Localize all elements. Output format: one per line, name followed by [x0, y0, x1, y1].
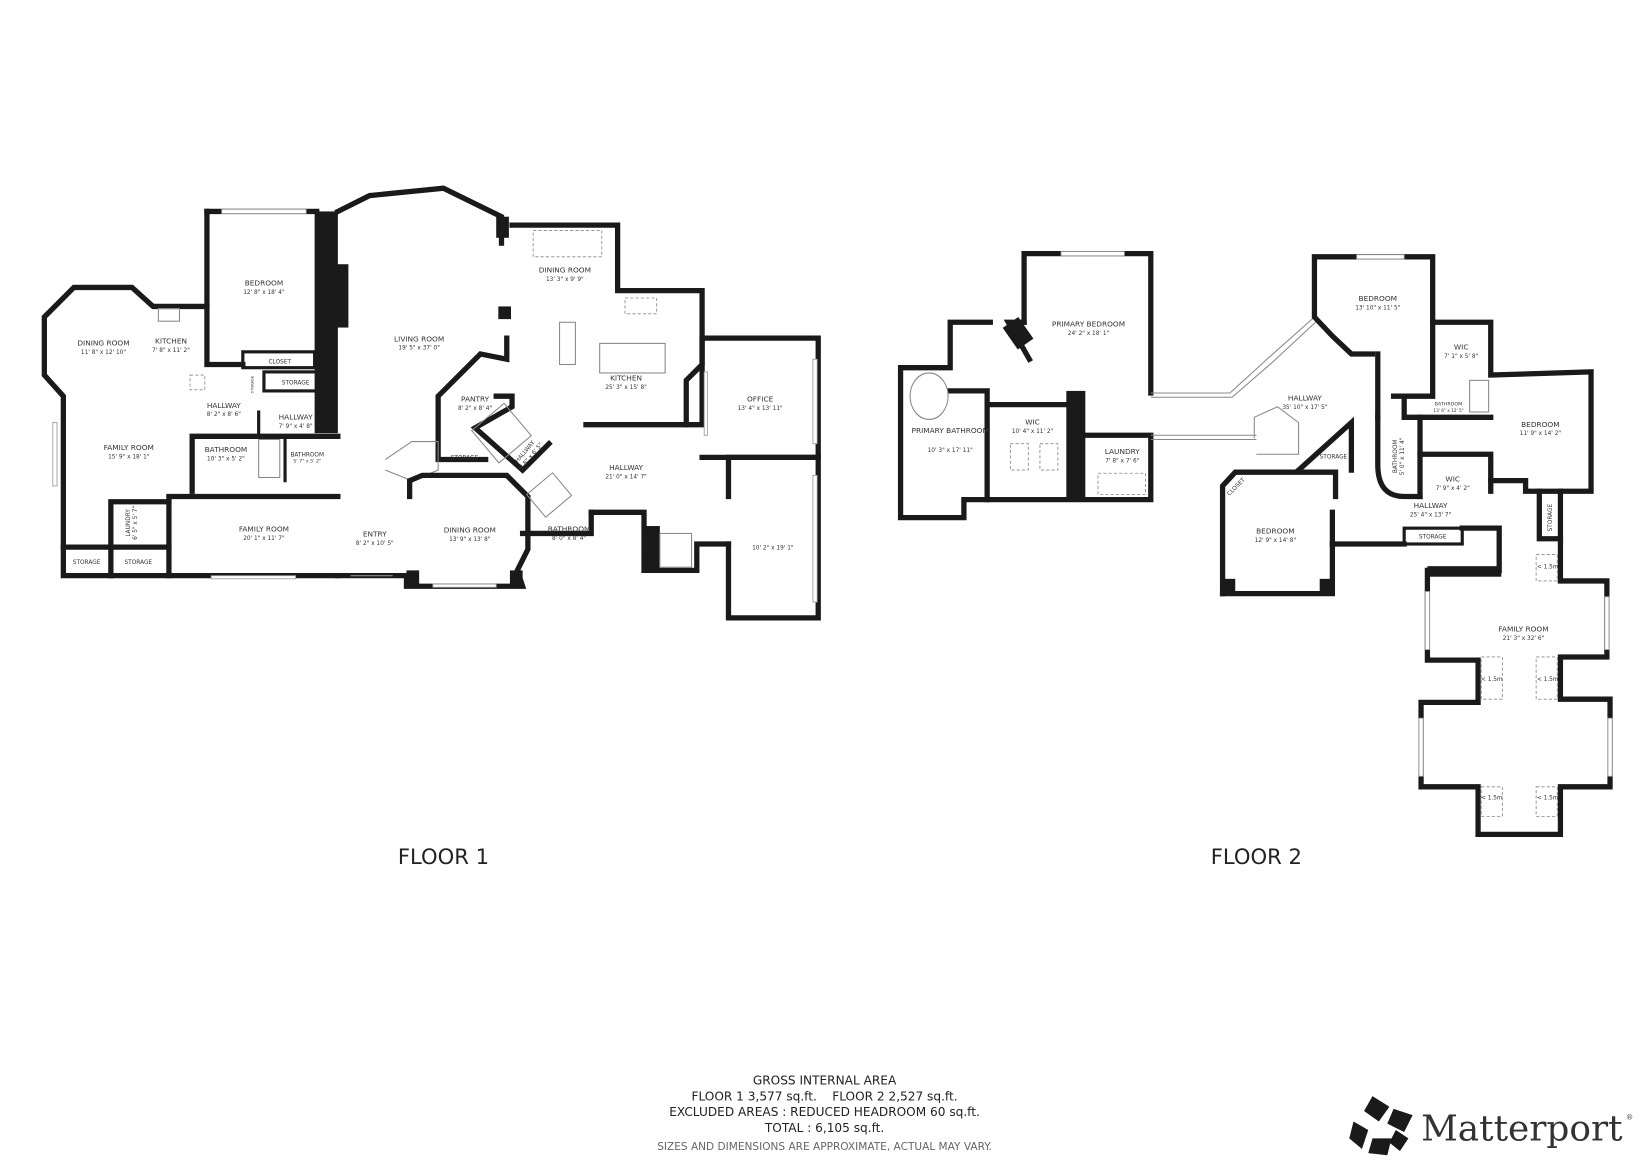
area-excluded: EXCLUDED AREAS : REDUCED HEADROOM 60 sq.… — [669, 1105, 980, 1119]
room-size: 8' 2" x 10' 5" — [356, 541, 394, 547]
room-size: 8' 2" x 8' 6" — [207, 412, 241, 418]
headroom-label: < 1.5m — [1481, 677, 1503, 683]
room-label: CLOSET — [269, 359, 292, 365]
room-size: 21' 3" x 32' 6" — [1503, 636, 1545, 642]
room-label: STORAGE — [1320, 454, 1348, 460]
room-size: 11' 8" x 12' 10" — [81, 350, 126, 356]
registered-mark: ® — [1626, 1112, 1633, 1121]
room-label: STORAGE — [125, 560, 153, 566]
room-size: 7' 9" x 4' 8" — [279, 424, 313, 430]
room-label: STORAGE — [1548, 503, 1554, 531]
room-label: HALLWAY — [279, 412, 313, 421]
floor2-walls — [897, 251, 1613, 837]
matterport-logo: Matterport ® — [1349, 1096, 1633, 1156]
room-size: 7' 8" x 11' 2" — [152, 348, 190, 354]
room-label: BATHROOM — [548, 524, 591, 533]
room-label: WIC — [1025, 418, 1040, 427]
room-size: 15' 9" x 18' 1" — [108, 454, 150, 460]
room-label: DINING ROOM — [539, 266, 591, 275]
area-total: TOTAL : 6,105 sq.ft. — [764, 1121, 884, 1135]
room-size: 19' 5" x 37' 0" — [398, 346, 440, 352]
room-label: STORAGE — [282, 381, 310, 387]
matterport-mark-icon — [1349, 1096, 1413, 1156]
room-label: ENTRY — [363, 530, 387, 539]
room-label: OFFICE — [747, 394, 774, 403]
room-size: 6' 5" x 5' 7" — [133, 506, 139, 540]
room-size: 12' 9" x 14' 8" — [1255, 538, 1297, 544]
room-size: 11' 9" x 14' 2" — [1520, 431, 1562, 437]
room-size: 24' 2" x 18' 1" — [1068, 331, 1110, 337]
headroom-label: < 1.5m — [1537, 564, 1559, 570]
room-size: 7' 1" x 5' 8" — [1444, 354, 1478, 360]
headroom-label: < 1.5m — [1481, 795, 1503, 801]
room-size: 8' 2" x 8' 4" — [458, 406, 492, 412]
room-label: HALLWAY — [207, 401, 241, 410]
room-label: BEDROOM — [1359, 294, 1398, 303]
room-size: 7' 9" x 4' 2" — [1436, 486, 1470, 492]
room-size: 13' 3" x 9' 9" — [546, 277, 584, 283]
room-size: 13' 9" x 13' 8" — [449, 537, 491, 543]
room-label: FAMILY ROOM — [1498, 625, 1548, 634]
room-label: PRIMARY BATHROOM — [912, 426, 989, 435]
room-size: 13' 6" x 12' 5" — [1433, 408, 1463, 413]
floor2-labels: PRIMARY BEDROOM 24' 2" x 18' 1" PRIMARY … — [912, 294, 1562, 801]
room-size: 13' 4" x 13' 11" — [738, 406, 783, 412]
room-size: 10' 2" x 19' 1" — [752, 545, 794, 551]
floor2-title: FLOOR 2 — [1211, 844, 1302, 869]
floor1-title: FLOOR 1 — [398, 844, 489, 869]
room-size: 7' 8" x 7' 6" — [1105, 459, 1139, 465]
room-label: KITCHEN — [155, 336, 187, 345]
room-size: 20' 1" x 11' 7" — [243, 536, 285, 542]
area-floors: FLOOR 1 3,577 sq.ft. FLOOR 2 2,527 sq.ft… — [692, 1089, 958, 1103]
room-label: FAMILY ROOM — [104, 443, 154, 452]
room-size: 25' 3" x 15' 8" — [605, 385, 647, 391]
room-size: 35' 10" x 17' 5" — [1282, 405, 1327, 411]
room-label: BATHROOM — [290, 452, 324, 458]
room-label: DINING ROOM — [444, 525, 496, 534]
room-label: BEDROOM — [1521, 420, 1560, 429]
room-size: 5' 7" x 5' 2" — [293, 459, 321, 465]
room-label: HALLWAY — [609, 463, 643, 472]
room-size: 5' 0" x 11' 4" — [1400, 437, 1406, 475]
area-disclaimer: SIZES AND DIMENSIONS ARE APPROXIMATE, AC… — [657, 1141, 992, 1153]
room-label: PANTRY — [461, 394, 490, 403]
room-size: 21' 0" x 14' 7" — [605, 475, 647, 481]
room-label: STORAGE — [1419, 535, 1447, 541]
room-label: LAUNDRY — [1105, 447, 1141, 456]
room-label: STORAGE — [73, 560, 101, 566]
room-size: 8' 0" x 8' 4" — [552, 536, 586, 542]
headroom-label: < 1.5m — [1537, 795, 1559, 801]
floor1-walls — [41, 185, 821, 621]
room-label: LIVING ROOM — [394, 334, 444, 343]
room-label: PRIMARY BEDROOM — [1052, 320, 1125, 329]
logo-text: Matterport — [1421, 1109, 1623, 1150]
room-label: LAUNDRY — [126, 509, 132, 537]
room-label: BEDROOM — [1256, 526, 1295, 535]
room-label: HALLWAY — [1288, 393, 1322, 402]
room-size: 10' 3" x 5' 2" — [207, 457, 245, 463]
room-label: BATHROOM — [1393, 440, 1399, 474]
room-label: WIC — [1445, 475, 1460, 484]
room-size: 13' 10" x 11' 5" — [1355, 306, 1400, 312]
room-label: STORAGE — [451, 456, 479, 462]
room-size: 10' 3" x 17' 11" — [928, 448, 973, 454]
room-label: STORAGE — [250, 375, 254, 393]
room-label: KITCHEN — [610, 373, 642, 382]
area-summary: GROSS INTERNAL AREA FLOOR 1 3,577 sq.ft.… — [657, 1074, 992, 1153]
room-size: 25' 4" x 13' 7" — [1410, 513, 1452, 519]
room-label: FAMILY ROOM — [239, 524, 289, 533]
room-label: BATHROOM — [1435, 402, 1463, 408]
room-label: WIC — [1454, 343, 1469, 352]
headroom-label: < 1.5m — [1537, 677, 1559, 683]
room-label: HALLWAY — [1414, 501, 1448, 510]
room-label: BEDROOM — [245, 278, 284, 287]
area-heading: GROSS INTERNAL AREA — [753, 1074, 897, 1088]
room-label: BATHROOM — [205, 445, 248, 454]
room-label: DINING ROOM — [77, 339, 129, 348]
room-size: 10' 4" x 11' 2" — [1012, 429, 1054, 435]
room-size: 12' 8" x 18' 4" — [243, 290, 285, 296]
